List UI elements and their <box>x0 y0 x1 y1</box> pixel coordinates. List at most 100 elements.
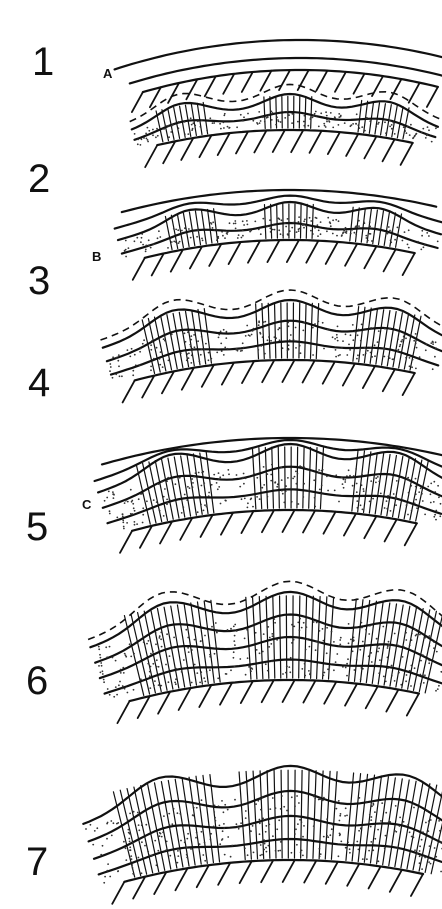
basement-hatch <box>199 135 211 157</box>
sediment-dot <box>293 639 295 641</box>
sediment-dot <box>269 808 271 810</box>
sediment-dot <box>200 504 202 506</box>
basement-hatch <box>240 861 252 883</box>
reef-column-line <box>390 213 396 246</box>
sediment-dot <box>109 363 111 365</box>
sediment-dot <box>339 639 341 641</box>
sediment-dot <box>356 358 358 360</box>
sediment-dot <box>285 491 287 493</box>
sediment-dot <box>150 349 152 351</box>
sediment-dot <box>170 131 172 133</box>
basement-hatch <box>160 521 172 543</box>
sediment-dot <box>420 487 422 489</box>
reef-column-line <box>175 779 189 866</box>
sediment-dot <box>264 121 266 123</box>
reef-column-line <box>331 772 337 860</box>
sediment-dot <box>155 632 157 634</box>
sediment-dot <box>281 490 283 492</box>
sediment-dot <box>416 852 418 854</box>
sediment-dot <box>206 671 208 673</box>
reef-column-line <box>204 309 211 364</box>
sediment-dot <box>224 237 226 239</box>
sediment-dot <box>286 665 288 667</box>
sediment-dot <box>348 623 350 625</box>
sediment-dot <box>388 644 390 646</box>
sediment-dot <box>151 340 153 342</box>
sediment-dot <box>297 121 299 123</box>
sediment-dot <box>375 482 377 484</box>
sediment-dot <box>427 830 429 832</box>
basement-hatch <box>316 71 327 91</box>
reef-column-line <box>301 204 302 238</box>
sediment-dot <box>411 639 413 641</box>
sediment-dot <box>214 229 216 231</box>
sediment-dot <box>156 347 158 349</box>
sediment-dot <box>187 331 189 333</box>
sediment-dot <box>428 861 430 863</box>
sediment-dot <box>260 809 262 811</box>
sediment-dot <box>142 522 144 524</box>
sediment-dot <box>125 847 127 849</box>
sediment-dot <box>147 141 149 143</box>
sediment-dot <box>287 322 289 324</box>
sediment-dot <box>384 507 386 509</box>
sediment-dot <box>200 354 202 356</box>
sediment-dot <box>263 633 265 635</box>
reef-column-line <box>299 596 300 678</box>
sediment-dot <box>190 349 192 351</box>
sediment-dot <box>191 478 193 480</box>
sediment-dot <box>387 657 389 659</box>
sediment-dot <box>351 124 353 126</box>
sediment-dot <box>148 239 150 241</box>
sediment-dot <box>165 125 167 127</box>
sediment-dot <box>315 649 317 651</box>
reef-column-line <box>310 303 312 358</box>
reef-column-line <box>183 213 189 246</box>
sediment-dot <box>356 659 358 661</box>
sediment-dot <box>140 144 142 146</box>
sediment-dot <box>256 649 258 651</box>
sediment-dot <box>259 332 261 334</box>
sediment-dot <box>181 671 183 673</box>
sediment-dot <box>265 847 267 849</box>
reef-column-line <box>358 451 365 512</box>
sediment-dot <box>334 116 336 118</box>
sediment-dot <box>161 836 163 838</box>
basement-hatch <box>287 240 299 262</box>
sediment-dot <box>102 670 104 672</box>
reef-column-line <box>197 103 202 134</box>
sediment-dot <box>335 356 337 358</box>
sediment-dot <box>357 507 359 509</box>
sediment-dot <box>160 638 162 640</box>
sediment-dot <box>191 124 193 126</box>
sediment-dot <box>150 366 152 368</box>
stage-6 <box>88 581 442 723</box>
sediment-dot <box>121 375 123 377</box>
sediment-dot <box>113 497 115 499</box>
sediment-dot <box>124 653 126 655</box>
sediment-dot <box>161 646 163 648</box>
sediment-dot <box>143 641 145 643</box>
sediment-dot <box>263 321 265 323</box>
sediment-dot <box>244 847 246 849</box>
sediment-dot <box>389 230 391 232</box>
sediment-dot <box>430 342 432 344</box>
sediment-dot <box>371 240 373 242</box>
sediment-dot <box>303 125 305 127</box>
sediment-dot <box>112 491 114 493</box>
sediment-dot <box>433 516 435 518</box>
basement-hatch <box>242 361 254 383</box>
sediment-dot <box>226 331 228 333</box>
reef-column-line <box>346 773 354 860</box>
sediment-dot <box>361 627 363 629</box>
basement-hatch <box>223 74 234 94</box>
sediment-dot <box>267 225 269 227</box>
sediment-dot <box>356 491 358 493</box>
sediment-dot <box>334 490 336 492</box>
sediment-dot <box>327 490 329 492</box>
sediment-dot <box>186 499 188 501</box>
sediment-dot <box>175 483 177 485</box>
sediment-dot <box>109 646 111 648</box>
sediment-dot <box>369 625 371 627</box>
sediment-dot <box>312 327 314 329</box>
